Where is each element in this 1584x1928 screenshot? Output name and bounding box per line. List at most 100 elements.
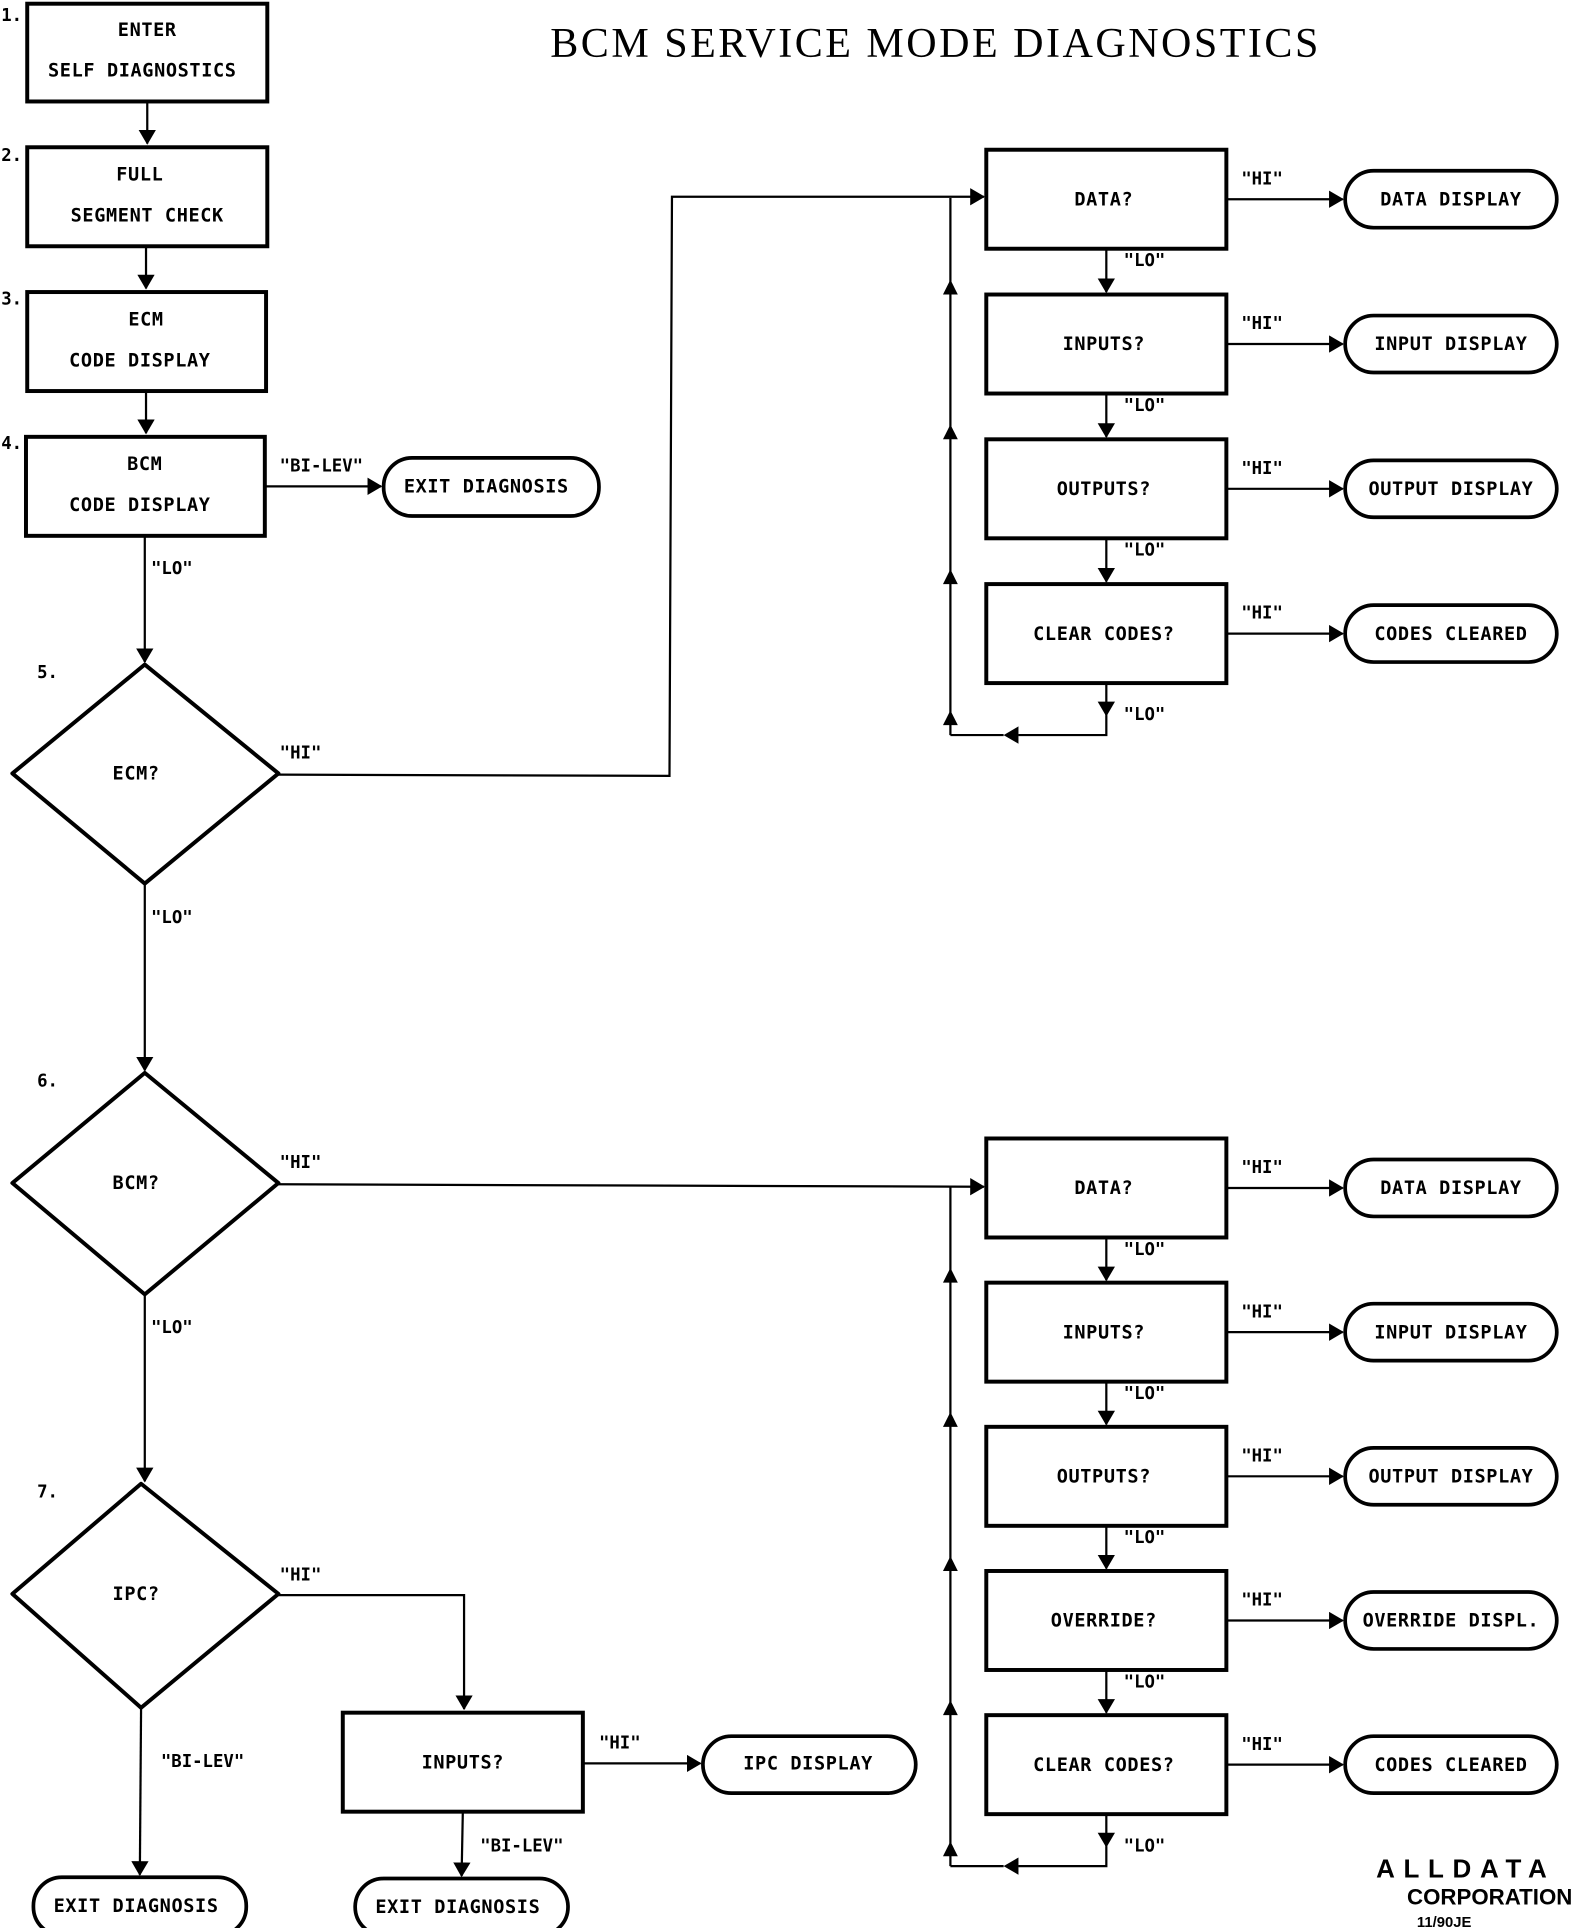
process-box — [25, 1, 270, 104]
result-terminal — [1343, 168, 1559, 230]
result-label: OUTPUT DISPLAY — [1368, 1467, 1533, 1488]
company-corporation: CORPORATION — [1407, 1884, 1572, 1909]
branch-row: DATA?"HI"DATA DISPLAY"LO" — [984, 1136, 1559, 1282]
connector-ipc-inputs-bilev — [453, 1811, 471, 1878]
question-label: CLEAR CODES? — [1033, 1755, 1174, 1776]
edge-label-lo: "LO" — [151, 1318, 193, 1338]
edge-label-hi: "HI" — [1241, 1591, 1283, 1611]
box-line-2: CODE DISPLAY — [69, 350, 211, 371]
box-line-1: ENTER — [118, 20, 177, 41]
loop-arrow-up — [942, 569, 958, 585]
question-label: OVERRIDE? — [1051, 1611, 1157, 1632]
edge-label-lo: "LO" — [1124, 251, 1166, 271]
edge-label-hi: "HI" — [1241, 604, 1283, 624]
result-label: CODES CLEARED — [1374, 1755, 1527, 1776]
result-label: DATA DISPLAY — [1380, 189, 1522, 210]
loop-bottom-connector — [1018, 715, 1108, 737]
edge-label-hi: "HI" — [1241, 1302, 1283, 1322]
decision-label: ECM? — [113, 764, 160, 785]
step-7-ipc-decision: 7. IPC? — [10, 1481, 281, 1710]
edge-label-hi: "HI" — [1241, 1446, 1283, 1466]
edge-label-hi: "HI" — [1241, 1158, 1283, 1178]
edge-label-lo: "LO" — [1124, 1384, 1166, 1404]
question-label: CLEAR CODES? — [1033, 624, 1174, 645]
branch-row: OUTPUTS?"HI"OUTPUT DISPLAY"LO" — [984, 437, 1559, 583]
result-terminal — [1343, 313, 1559, 375]
step-number: 6. — [37, 1072, 58, 1092]
loop-arrow-up — [942, 1556, 958, 1571]
result-label: OUTPUT DISPLAY — [1368, 479, 1533, 500]
loop-arrow-up — [942, 710, 958, 726]
step-number: 1. — [1, 6, 22, 26]
question-label: INPUTS? — [1063, 1322, 1146, 1343]
terminal-label: EXIT DIAGNOSIS — [54, 1896, 219, 1917]
box-label: INPUTS? — [422, 1752, 505, 1773]
terminal-label: EXIT DIAGNOSIS — [375, 1897, 540, 1918]
result-terminal — [1343, 1446, 1559, 1507]
edge-label-lo: "LO" — [1124, 1528, 1166, 1548]
box-line-1: ECM — [128, 309, 163, 330]
box-line-1: BCM — [127, 454, 162, 475]
connector-bcm-hi — [278, 1178, 986, 1196]
process-box — [25, 290, 269, 394]
edge-label-lo: "LO" — [1124, 1672, 1166, 1692]
result-label: OVERRIDE DISPL. — [1363, 1611, 1540, 1632]
edge-label-lo: "LO" — [151, 559, 193, 579]
question-box — [984, 1136, 1229, 1240]
footer-branding: ALLDATA CORPORATION 11/90JE — [1376, 1853, 1572, 1928]
edge-label-lo: "LO" — [1124, 1240, 1166, 1260]
question-box — [984, 1424, 1229, 1528]
company-name: ALLDATA — [1376, 1853, 1555, 1883]
edge-label-lo: "LO" — [1124, 705, 1166, 725]
loop-arrow-up — [942, 1700, 958, 1716]
edge-label-lo: "LO" — [1124, 396, 1166, 416]
ecm-branch-column: DATA?"HI"DATA DISPLAY"LO"INPUTS?"HI"INPU… — [942, 147, 1559, 744]
loop-arrow-up — [942, 1841, 958, 1857]
result-terminal — [1343, 1590, 1559, 1651]
question-label: OUTPUTS? — [1057, 479, 1151, 500]
decision-label: IPC? — [113, 1584, 160, 1605]
edge-label-hi: "HI" — [280, 1565, 322, 1585]
terminal-label: IPC DISPLAY — [743, 1754, 873, 1775]
result-label: CODES CLEARED — [1374, 624, 1527, 645]
edge-label-lo: "LO" — [1124, 1836, 1166, 1856]
step-number: 5. — [37, 663, 58, 683]
loop-arrow-left — [1003, 726, 1019, 744]
process-box — [24, 434, 267, 538]
question-box — [984, 292, 1229, 396]
branch-row: CLEAR CODES? "HI" CODES CLEARED "LO" — [984, 582, 1559, 725]
edge-label-hi: "HI" — [599, 1734, 641, 1754]
result-terminal — [1343, 1301, 1559, 1363]
edge-label-hi: "HI" — [280, 1153, 322, 1173]
step-2-full-segment-check: 2. FULL SEGMENT CHECK — [1, 145, 270, 249]
result-terminal — [1343, 1157, 1559, 1219]
result-terminal — [1343, 603, 1559, 664]
loop-bottom-connector — [1018, 1846, 1108, 1868]
box-line-2: SEGMENT CHECK — [71, 206, 224, 227]
result-label: INPUT DISPLAY — [1374, 334, 1527, 355]
drawing-code: 11/90JE — [1417, 1915, 1472, 1928]
process-box — [25, 145, 270, 249]
loop-arrow-left — [1003, 1857, 1019, 1875]
step-4-bcm-code-display: 4. BCM CODE DISPLAY — [1, 434, 267, 538]
branch-row: DATA?"HI"DATA DISPLAY"LO" — [984, 147, 1559, 294]
edge-label-bilev: "BI-LEV" — [480, 1836, 563, 1856]
question-box — [984, 582, 1229, 686]
bcm-branch-column: DATA?"HI"DATA DISPLAY"LO" INPUTS? "HI" INPU… — [942, 1136, 1559, 1875]
edge-label-bilev: "BI-LEV" — [280, 456, 363, 476]
loop-arrow-up — [942, 424, 958, 440]
result-label: INPUT DISPLAY — [1374, 1322, 1527, 1343]
edge-label-lo: "LO" — [1124, 541, 1166, 561]
step-number: 3. — [1, 289, 22, 309]
connector-ipc-bilev — [131, 1707, 149, 1877]
connector-ipc-hi — [278, 1594, 473, 1711]
step-3-ecm-code-display: 3. ECM CODE DISPLAY — [1, 289, 269, 394]
step-1-enter-self-diagnostics: 1. ENTER SELF DIAGNOSTICS — [1, 1, 270, 104]
box-line-1: FULL — [116, 165, 163, 186]
terminal-exit-diagnosis — [381, 456, 601, 518]
decision-label: BCM? — [113, 1173, 160, 1194]
result-terminal — [1343, 458, 1559, 520]
process-box-ipc-inputs — [340, 1710, 585, 1814]
step-6-bcm-decision: 6. BCM? — [10, 1070, 281, 1297]
